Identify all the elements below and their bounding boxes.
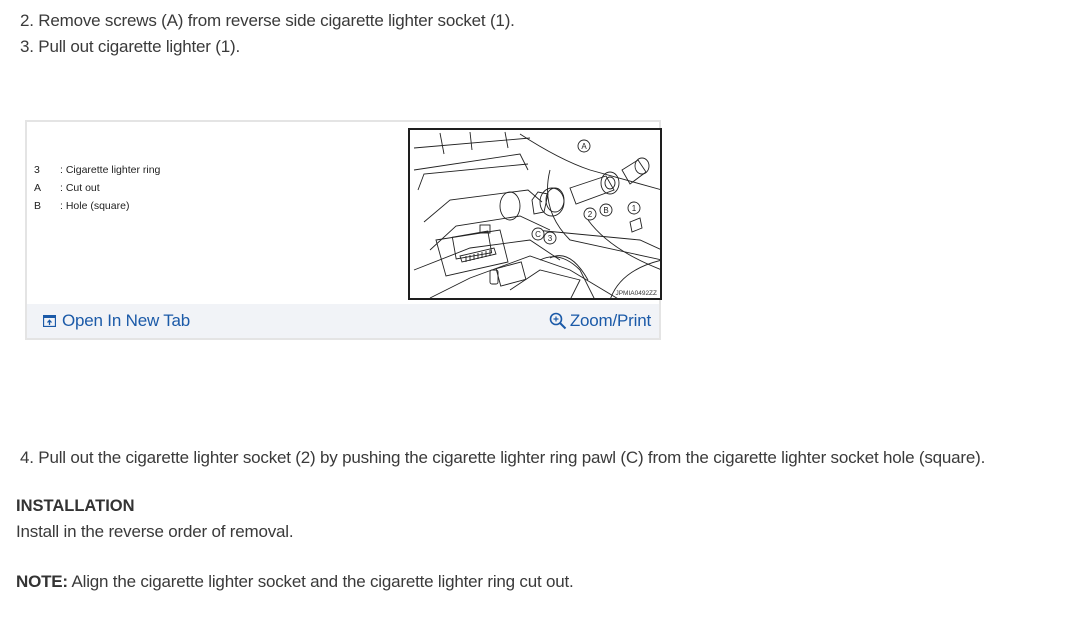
- svg-text:A: A: [581, 142, 587, 151]
- svg-text:C: C: [535, 230, 541, 239]
- installation-heading: INSTALLATION: [16, 497, 135, 515]
- technical-illustration[interactable]: A B C 1 2 3 JPMIA0492ZZ: [408, 128, 662, 300]
- legend-desc: : Hole (square): [60, 200, 130, 212]
- figure-code: JPMIA0492ZZ: [615, 290, 657, 297]
- figure-legend: 3 : Cigarette lighter ring A : Cut out B…: [34, 164, 160, 218]
- cigarette-lighter-diagram: A B C 1 2 3: [413, 131, 660, 298]
- installation-text: Install in the reverse order of removal.: [16, 522, 294, 541]
- legend-row: 3 : Cigarette lighter ring: [34, 164, 160, 182]
- legend-key: 3: [34, 164, 40, 176]
- open-in-new-tab-link[interactable]: Open In New Tab: [43, 311, 190, 331]
- legend-row: A : Cut out: [34, 182, 160, 200]
- legend-key: A: [34, 182, 42, 194]
- legend-key: B: [34, 200, 42, 212]
- note-text: Align the cigarette lighter socket and t…: [67, 572, 574, 591]
- note-label: NOTE:: [16, 572, 68, 591]
- figure-actions: Open In New Tab Zoom/Print: [27, 304, 659, 338]
- svg-text:1: 1: [632, 204, 637, 213]
- legend-row: B : Hole (square): [34, 200, 160, 218]
- legend-desc: : Cigarette lighter ring: [60, 164, 161, 176]
- open-in-new-tab-icon: [43, 315, 56, 327]
- step-4: 4. Pull out the cigarette lighter socket…: [20, 448, 986, 467]
- installation-note: NOTE: Align the cigarette lighter socket…: [16, 572, 574, 592]
- legend-desc: : Cut out: [60, 182, 100, 194]
- step-2: 2. Remove screws (A) from reverse side c…: [20, 11, 515, 30]
- step-3: 3. Pull out cigarette lighter (1).: [20, 37, 240, 56]
- zoom-in-icon: [549, 312, 567, 330]
- svg-text:B: B: [603, 206, 608, 215]
- zoom-print-label: Zoom/Print: [569, 311, 651, 330]
- svg-text:3: 3: [548, 234, 553, 243]
- figure-card: 3 : Cigarette lighter ring A : Cut out B…: [25, 120, 662, 340]
- zoom-print-link[interactable]: Zoom/Print: [549, 311, 651, 331]
- svg-text:2: 2: [588, 210, 593, 219]
- open-in-new-tab-label: Open In New Tab: [62, 311, 191, 330]
